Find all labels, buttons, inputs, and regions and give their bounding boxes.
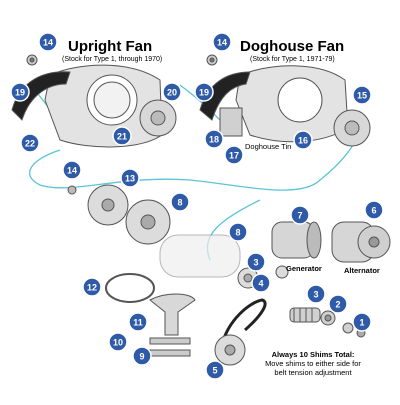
svg-text:9: 9 [139,352,144,362]
doghouse-fan-wheel [333,109,371,147]
callout-15: 15 [352,85,372,105]
callout-6: 6 [364,200,384,220]
callout-14: 14 [212,32,232,52]
callout-2: 2 [328,294,348,314]
upright-fan-shroud [11,54,163,148]
callout-16: 16 [293,130,313,150]
clamp-band [105,273,155,303]
callout-5: 5 [205,360,225,380]
svg-text:19: 19 [15,88,25,98]
svg-text:6: 6 [371,206,376,216]
shims-note-line2: belt tension adjustment [274,368,352,377]
fan-belt [220,298,267,346]
svg-text:15: 15 [357,91,367,101]
callout-3: 3 [306,284,326,304]
pulley-shims [289,307,366,338]
pulley-backing-plates [67,184,171,245]
generator [271,221,322,259]
svg-text:7: 7 [297,211,302,221]
doghouse-fan-shroud [199,54,349,143]
callout-8: 8 [228,222,248,242]
svg-text:13: 13 [125,174,135,184]
upright-fan-title: Upright Fan [68,38,153,55]
svg-text:3: 3 [253,258,258,268]
doghouse-fan-title: Doghouse Fan [240,38,345,55]
callout-14: 14 [62,160,82,180]
callout-17: 17 [224,145,244,165]
alternator [331,221,391,263]
callout-21: 21 [112,126,132,146]
svg-text:14: 14 [217,38,227,48]
alternator-label: Alternator [344,266,380,275]
svg-text:12: 12 [87,283,97,293]
generator-stand [149,293,196,357]
callout-14: 14 [38,32,58,52]
callout-22: 22 [20,133,40,153]
svg-text:10: 10 [113,338,123,348]
callout-7: 7 [290,205,310,225]
svg-text:3: 3 [313,290,318,300]
callout-11: 11 [128,312,148,332]
svg-text:5: 5 [212,366,217,376]
svg-text:8: 8 [177,198,182,208]
callout-18: 18 [204,129,224,149]
svg-text:4: 4 [258,279,263,289]
callout-4: 4 [251,273,271,293]
callout-8: 8 [170,192,190,212]
svg-text:14: 14 [67,166,77,176]
svg-text:11: 11 [133,318,143,328]
svg-text:8: 8 [235,228,240,238]
doghouse-tin-label: Doghouse Tin [245,142,292,151]
shims-note: Always 10 Shims Total: Move shims to eit… [258,350,368,377]
callout-19: 19 [10,82,30,102]
svg-text:17: 17 [229,151,239,161]
callout-3: 3 [246,252,266,272]
callout-20: 20 [162,82,182,102]
callout-10: 10 [108,332,128,352]
crank-pulley [214,334,246,366]
svg-text:18: 18 [209,135,219,145]
callout-9: 9 [132,346,152,366]
svg-text:19: 19 [199,88,209,98]
shims-note-line1: Move shims to either side for [265,359,361,368]
callout-12: 12 [82,277,102,297]
svg-text:2: 2 [335,300,340,310]
callout-1: 1 [352,312,372,332]
svg-text:14: 14 [43,38,53,48]
upright-fan-wheel [139,99,177,137]
connector-line [28,119,359,191]
svg-text:22: 22 [25,139,35,149]
svg-text:16: 16 [298,136,308,146]
callout-19: 19 [194,82,214,102]
faded-generator-body [159,234,241,278]
generator-label: Generator [286,264,322,273]
svg-text:1: 1 [359,318,364,328]
svg-text:21: 21 [117,132,127,142]
upright-fan-subtitle: (Stock for Type 1, through 1970) [62,56,163,63]
shims-note-heading: Always 10 Shims Total: [271,350,355,359]
callout-13: 13 [120,168,140,188]
doghouse-fan-subtitle: (Stock for Type 1, 1971-79) [250,56,335,63]
svg-text:20: 20 [167,88,177,98]
